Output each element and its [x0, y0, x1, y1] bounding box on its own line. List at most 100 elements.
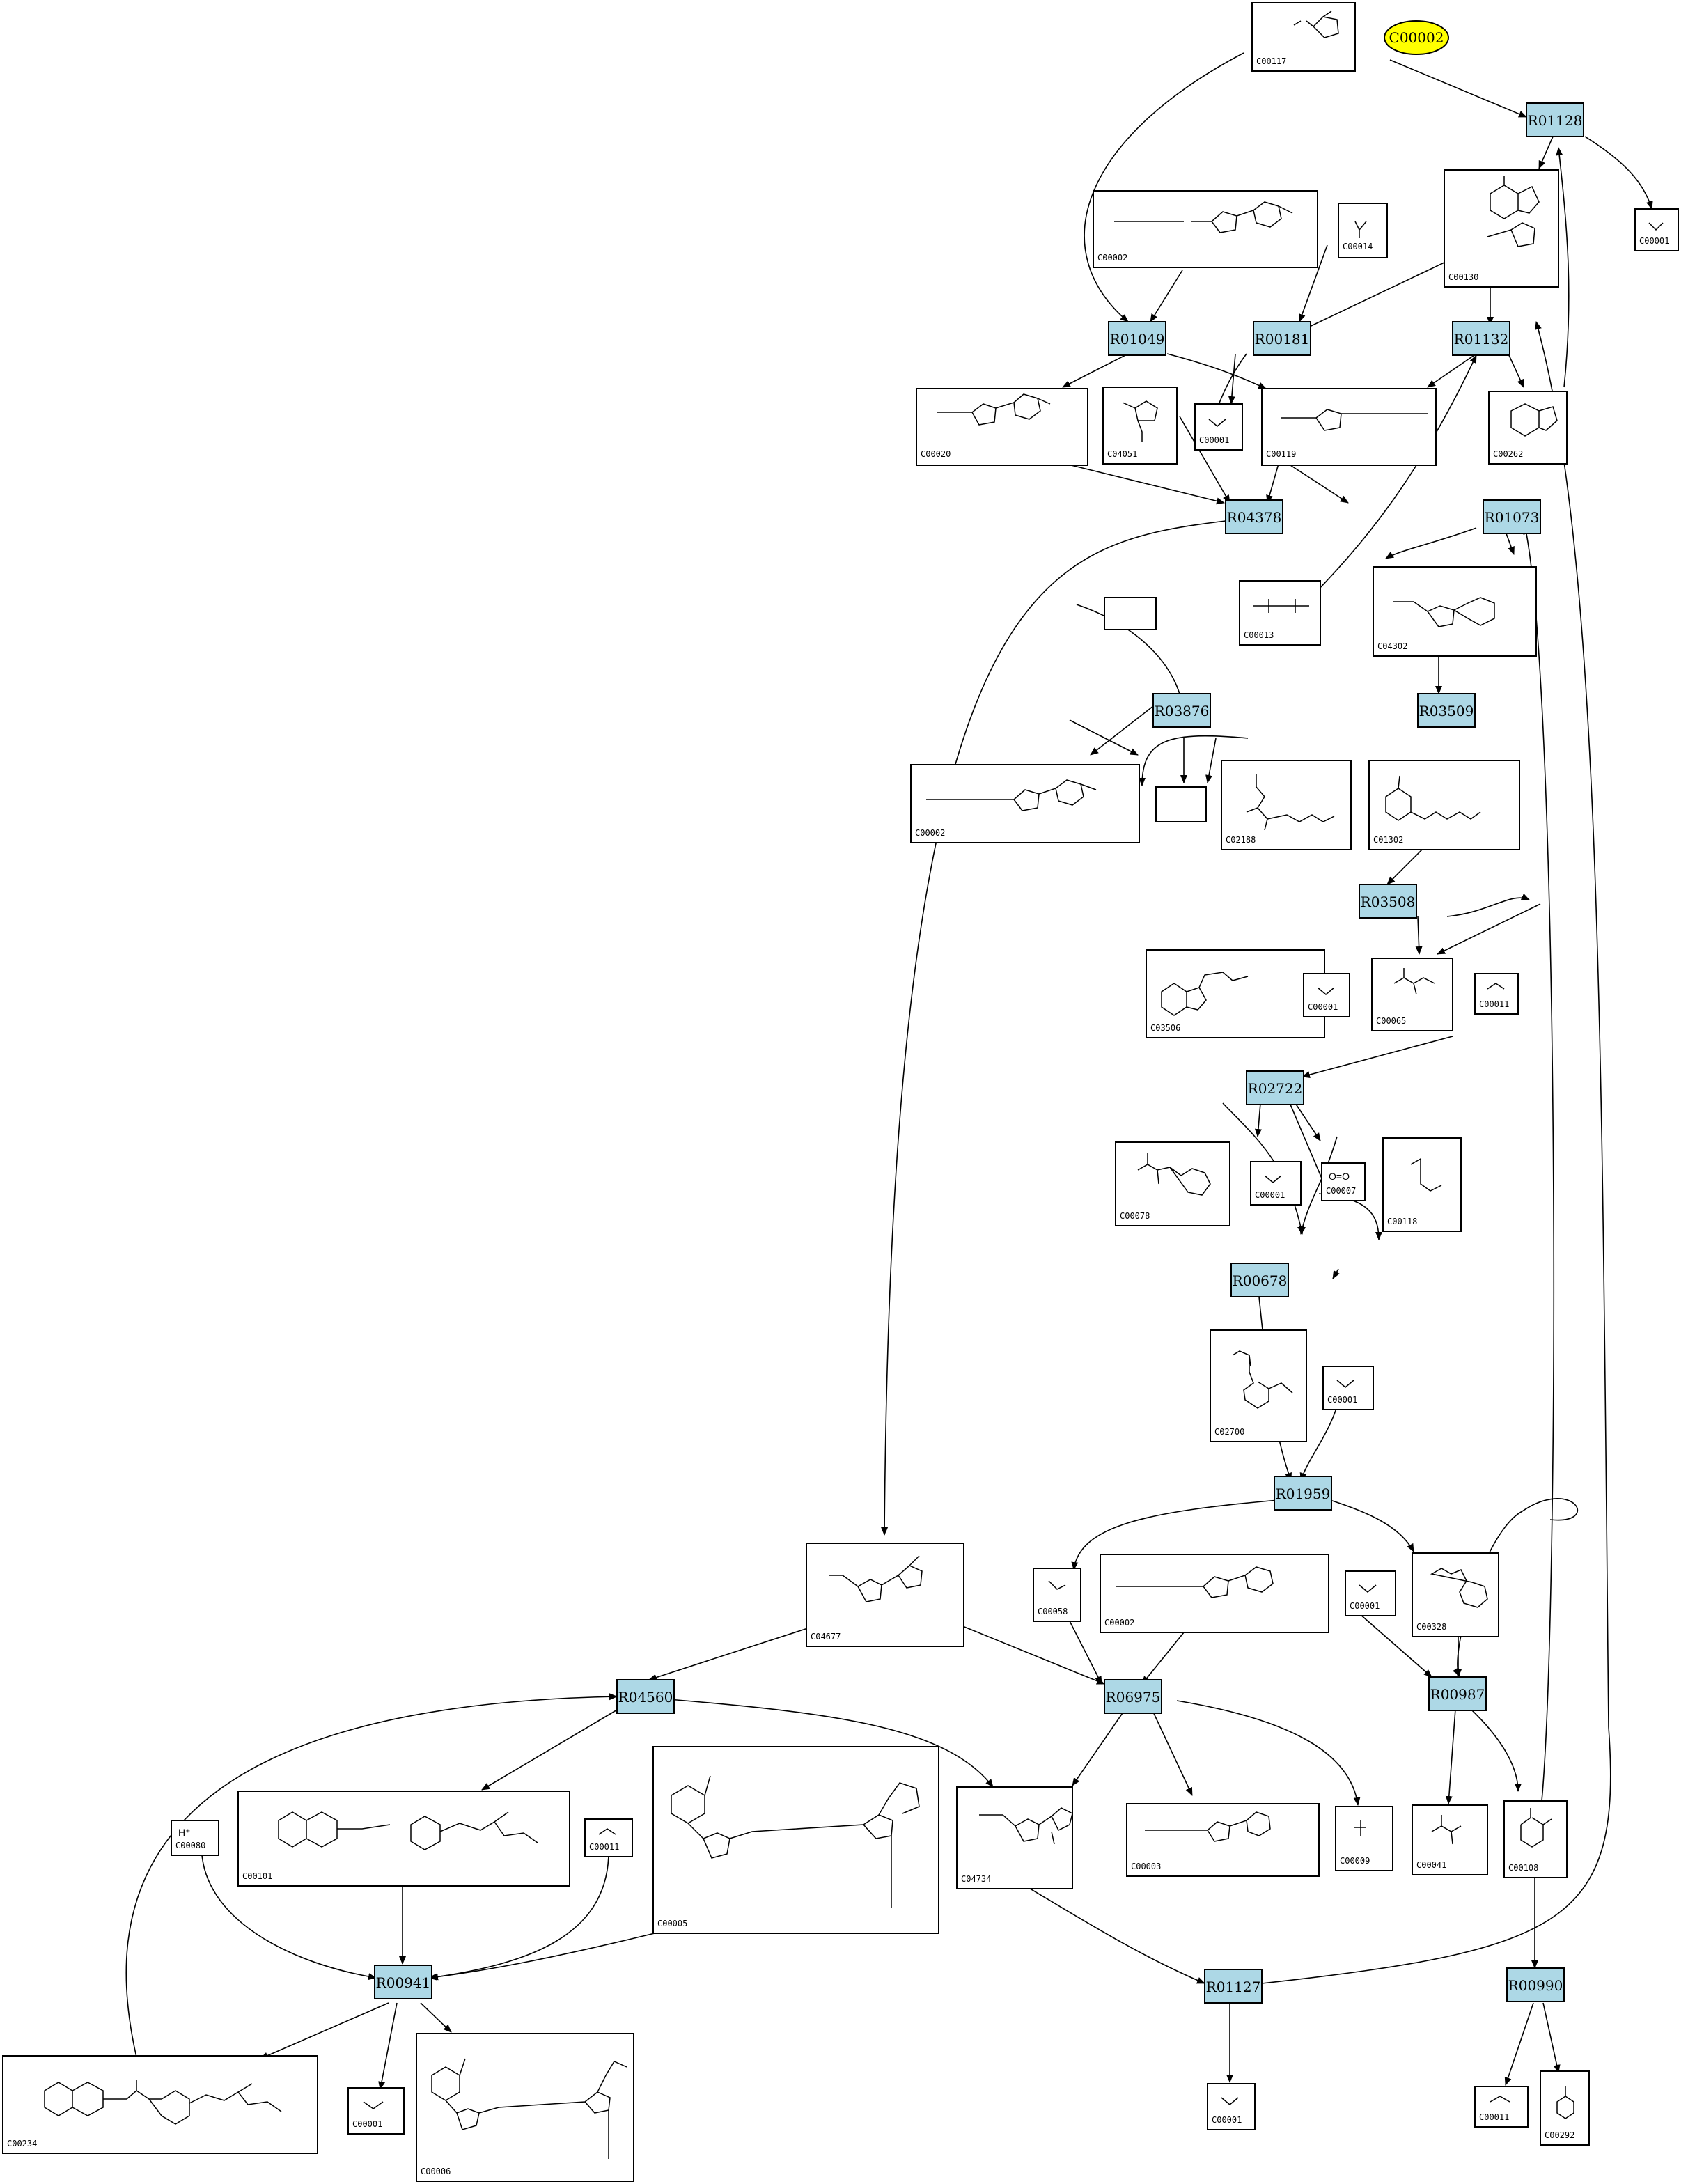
- structure-C04051: [1122, 400, 1158, 442]
- compound-C00001-e[interactable]: C00001: [1322, 1366, 1374, 1410]
- reaction-R01073[interactable]: R01073: [1483, 499, 1541, 534]
- reaction-R06975[interactable]: R06975: [1104, 1679, 1162, 1714]
- compound-C00292[interactable]: C00292: [1540, 2070, 1590, 2146]
- compound-C00011-b[interactable]: C00011: [584, 1818, 633, 1857]
- structure-C00002-b: [926, 779, 1097, 811]
- compound-C01302[interactable]: C01302: [1368, 760, 1520, 850]
- compound-C00011-c[interactable]: C00011: [1474, 2086, 1529, 2128]
- compound-C00020[interactable]: C00020: [916, 388, 1088, 466]
- compound-C00001-d[interactable]: C00001: [1250, 1161, 1302, 1206]
- compound-C00001-h[interactable]: C00001: [1207, 2083, 1256, 2130]
- reaction-label: R01128: [1528, 112, 1583, 129]
- structure-C01302: [1385, 775, 1481, 821]
- compound-id: C00001: [1350, 1601, 1380, 1611]
- compound-C00011-a[interactable]: C00011: [1474, 973, 1519, 1015]
- structure-C00005: [671, 1775, 920, 1908]
- compound-C02700[interactable]: C02700: [1210, 1329, 1307, 1442]
- reaction-R00941[interactable]: R00941: [374, 1965, 432, 1999]
- structure-C00130: [1487, 176, 1540, 247]
- compound-C00101[interactable]: C00101: [237, 1791, 570, 1887]
- structure-C02188: [1246, 774, 1335, 831]
- compound-C00118[interactable]: C00118: [1382, 1137, 1462, 1232]
- formate-structure: [1048, 1580, 1066, 1590]
- compound-C00007[interactable]: O=O C00007: [1321, 1162, 1366, 1201]
- compound-C00005[interactable]: C00005: [652, 1746, 939, 1934]
- reaction-label: R01132: [1454, 331, 1509, 348]
- compound-blank-b[interactable]: [1155, 786, 1207, 822]
- compound-C00078[interactable]: C00078: [1115, 1141, 1230, 1226]
- compound-C00001-b[interactable]: C00001: [1194, 403, 1243, 451]
- compound-id: C00020: [921, 449, 951, 459]
- reaction-R01127[interactable]: R01127: [1204, 1969, 1263, 2004]
- reaction-R00181[interactable]: R00181: [1253, 321, 1311, 356]
- compound-C00108[interactable]: C00108: [1503, 1800, 1568, 1878]
- reaction-R03509[interactable]: R03509: [1417, 693, 1476, 728]
- compound-C00262[interactable]: C00262: [1488, 391, 1568, 465]
- compound-C04302[interactable]: C04302: [1373, 566, 1537, 657]
- compound-C00002-b[interactable]: C00002: [910, 764, 1140, 843]
- reaction-R00987[interactable]: R00987: [1428, 1676, 1487, 1711]
- reaction-R04560[interactable]: R04560: [616, 1679, 675, 1714]
- compound-id: C00001: [1199, 435, 1229, 445]
- reaction-R01049[interactable]: R01049: [1108, 321, 1166, 356]
- structure-C04677: [829, 1555, 923, 1602]
- compound-C04051[interactable]: C04051: [1102, 387, 1178, 465]
- compound-id: C00005: [657, 1919, 687, 1928]
- compound-id: C00013: [1244, 630, 1274, 640]
- oxygen-formula: O=O: [1329, 1171, 1350, 1182]
- compound-id: C01302: [1373, 835, 1403, 845]
- structure-C00041: [1431, 1815, 1462, 1845]
- compound-C00001-a[interactable]: C00001: [1634, 208, 1679, 251]
- compound-id: C00001: [352, 2119, 382, 2129]
- compound-id: C00118: [1387, 1217, 1417, 1226]
- compound-C00080[interactable]: H⁺ C00080: [171, 1820, 219, 1856]
- compound-id: C00009: [1340, 1856, 1370, 1866]
- reaction-R01128[interactable]: R01128: [1526, 102, 1584, 137]
- reaction-R00678[interactable]: R00678: [1230, 1263, 1289, 1297]
- compound-blank-a[interactable]: [1104, 597, 1157, 630]
- compound-C00002-c[interactable]: C00002: [1100, 1554, 1329, 1633]
- structure-C00006: [431, 2058, 627, 2159]
- compound-C00119[interactable]: C00119: [1261, 388, 1437, 466]
- compound-C02188[interactable]: C02188: [1221, 760, 1352, 850]
- compound-C00041[interactable]: C00041: [1412, 1804, 1488, 1875]
- compound-C00058[interactable]: C00058: [1033, 1568, 1081, 1622]
- compound-id: C00001: [1212, 2115, 1242, 2125]
- compound-C00328[interactable]: C00328: [1412, 1552, 1499, 1637]
- reaction-R00990[interactable]: R00990: [1506, 1967, 1565, 2002]
- compound-id: C00006: [421, 2167, 451, 2176]
- reaction-R02722[interactable]: R02722: [1246, 1070, 1304, 1105]
- compound-C00001-g[interactable]: C00001: [347, 2087, 405, 2135]
- compound-C00013[interactable]: C00013: [1239, 580, 1321, 646]
- compound-C00003[interactable]: C00003: [1126, 1803, 1320, 1877]
- compound-C00002[interactable]: C00002: [1093, 190, 1318, 268]
- water-structure: [1648, 222, 1664, 231]
- reaction-R03876[interactable]: R03876: [1152, 693, 1211, 728]
- compound-id: C00002: [1104, 1618, 1134, 1628]
- co2-structure: [598, 1828, 616, 1835]
- compound-C00009[interactable]: C00009: [1335, 1806, 1393, 1871]
- reaction-R01132[interactable]: R01132: [1452, 321, 1510, 356]
- compound-id: C00328: [1416, 1622, 1446, 1632]
- structure-C00002: [1114, 201, 1293, 233]
- compound-C00014[interactable]: C00014: [1338, 203, 1388, 258]
- compound-C00117[interactable]: C00117: [1251, 2, 1356, 72]
- compound-C00001-c[interactable]: C00001: [1303, 973, 1350, 1017]
- compound-C00065[interactable]: C00065: [1371, 958, 1453, 1031]
- reaction-label: R04560: [618, 1689, 673, 1706]
- compound-id: C00058: [1038, 1607, 1068, 1616]
- compound-C00234[interactable]: C00234: [2, 2055, 318, 2154]
- water-structure: [1264, 1175, 1282, 1183]
- reaction-R04378[interactable]: R04378: [1225, 499, 1283, 534]
- compound-C00006[interactable]: C00006: [416, 2033, 634, 2182]
- reaction-R01959[interactable]: R01959: [1274, 1476, 1332, 1511]
- compound-C00130[interactable]: C00130: [1444, 169, 1559, 288]
- compound-C03506[interactable]: C03506: [1146, 949, 1325, 1038]
- compound-C04677[interactable]: C04677: [806, 1543, 964, 1647]
- highlight-node-C00002[interactable]: C00002: [1384, 20, 1449, 55]
- compound-C00001-f[interactable]: C00001: [1345, 1570, 1396, 1616]
- compound-id: C00065: [1376, 1016, 1406, 1026]
- reaction-R03508[interactable]: R03508: [1359, 884, 1417, 919]
- reaction-label: R01073: [1485, 509, 1540, 526]
- compound-C04734[interactable]: C04734: [956, 1786, 1073, 1889]
